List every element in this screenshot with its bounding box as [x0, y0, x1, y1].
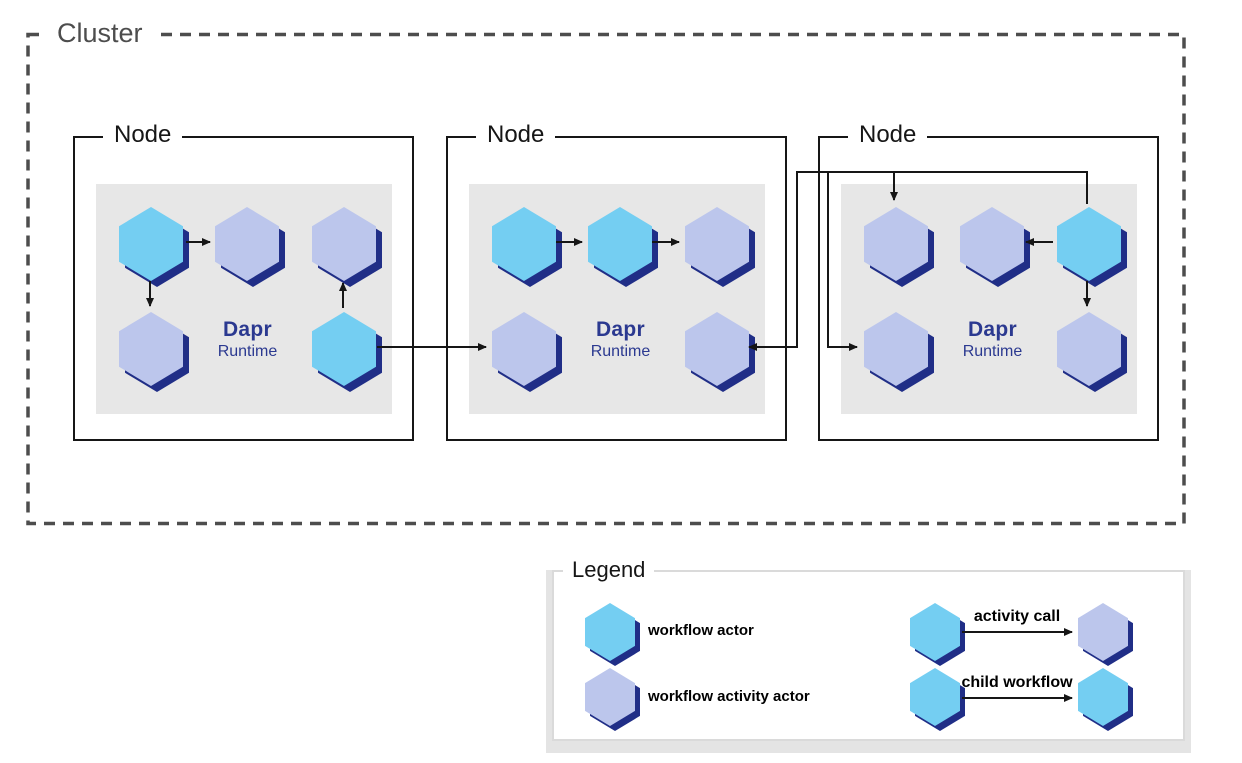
cluster-label: Cluster	[46, 18, 154, 49]
dapr-runtime-label: Dapr Runtime	[912, 318, 1073, 361]
node-2-runtime-panel: Dapr Runtime	[469, 184, 765, 414]
legend-child-workflow-source-hexagon	[910, 668, 965, 731]
node-2-label: Node	[476, 121, 556, 149]
legend-title: Legend	[563, 557, 655, 583]
hexagon-workflow-activity-actor	[960, 207, 1030, 287]
runtime-subtitle: Runtime	[590, 343, 651, 360]
hexagon-workflow-activity-actor	[864, 207, 934, 287]
legend-child-workflow-target-hexagon	[1078, 668, 1133, 731]
hexagon-workflow-actor	[588, 207, 658, 287]
runtime-title: Dapr	[595, 318, 646, 341]
hexagon-workflow-actor	[1057, 207, 1127, 287]
legend-box: Legend workflow actor workflow activity …	[552, 557, 1185, 741]
runtime-subtitle: Runtime	[962, 343, 1023, 360]
hexagon-workflow-activity-actor	[685, 207, 755, 287]
dapr-runtime-label: Dapr Runtime	[540, 318, 701, 361]
legend-workflow-actor-hexagon	[585, 603, 640, 666]
node-box-3: Node Dapr Runtime	[818, 121, 1159, 441]
node-1-runtime-panel: Dapr Runtime	[96, 184, 392, 414]
node-3-runtime-panel: Dapr Runtime	[841, 184, 1137, 414]
legend-workflow-activity-actor-label: workflow activity actor	[648, 688, 810, 705]
legend-activity-call-source-hexagon	[910, 603, 965, 666]
runtime-title: Dapr	[222, 318, 273, 341]
hexagon-workflow-activity-actor	[215, 207, 285, 287]
legend-child-workflow-label: child workflow	[961, 674, 1073, 691]
node-box-2: Node Dapr Runtime	[446, 121, 787, 441]
hexagon-workflow-activity-actor	[312, 207, 382, 287]
legend-workflow-activity-actor-hexagon	[585, 668, 640, 731]
dapr-runtime-label: Dapr Runtime	[167, 318, 328, 361]
hexagon-workflow-actor	[492, 207, 562, 287]
runtime-title: Dapr	[967, 318, 1018, 341]
legend-activity-call-target-hexagon	[1078, 603, 1133, 666]
legend-workflow-actor-label: workflow actor	[648, 622, 754, 639]
node-1-label: Node	[103, 121, 183, 149]
node-box-1: Node Dapr Runtime	[73, 121, 414, 441]
hexagon-workflow-actor	[119, 207, 189, 287]
runtime-subtitle: Runtime	[217, 343, 278, 360]
node-3-label: Node	[848, 121, 928, 149]
legend-activity-call-label: activity call	[973, 608, 1061, 625]
